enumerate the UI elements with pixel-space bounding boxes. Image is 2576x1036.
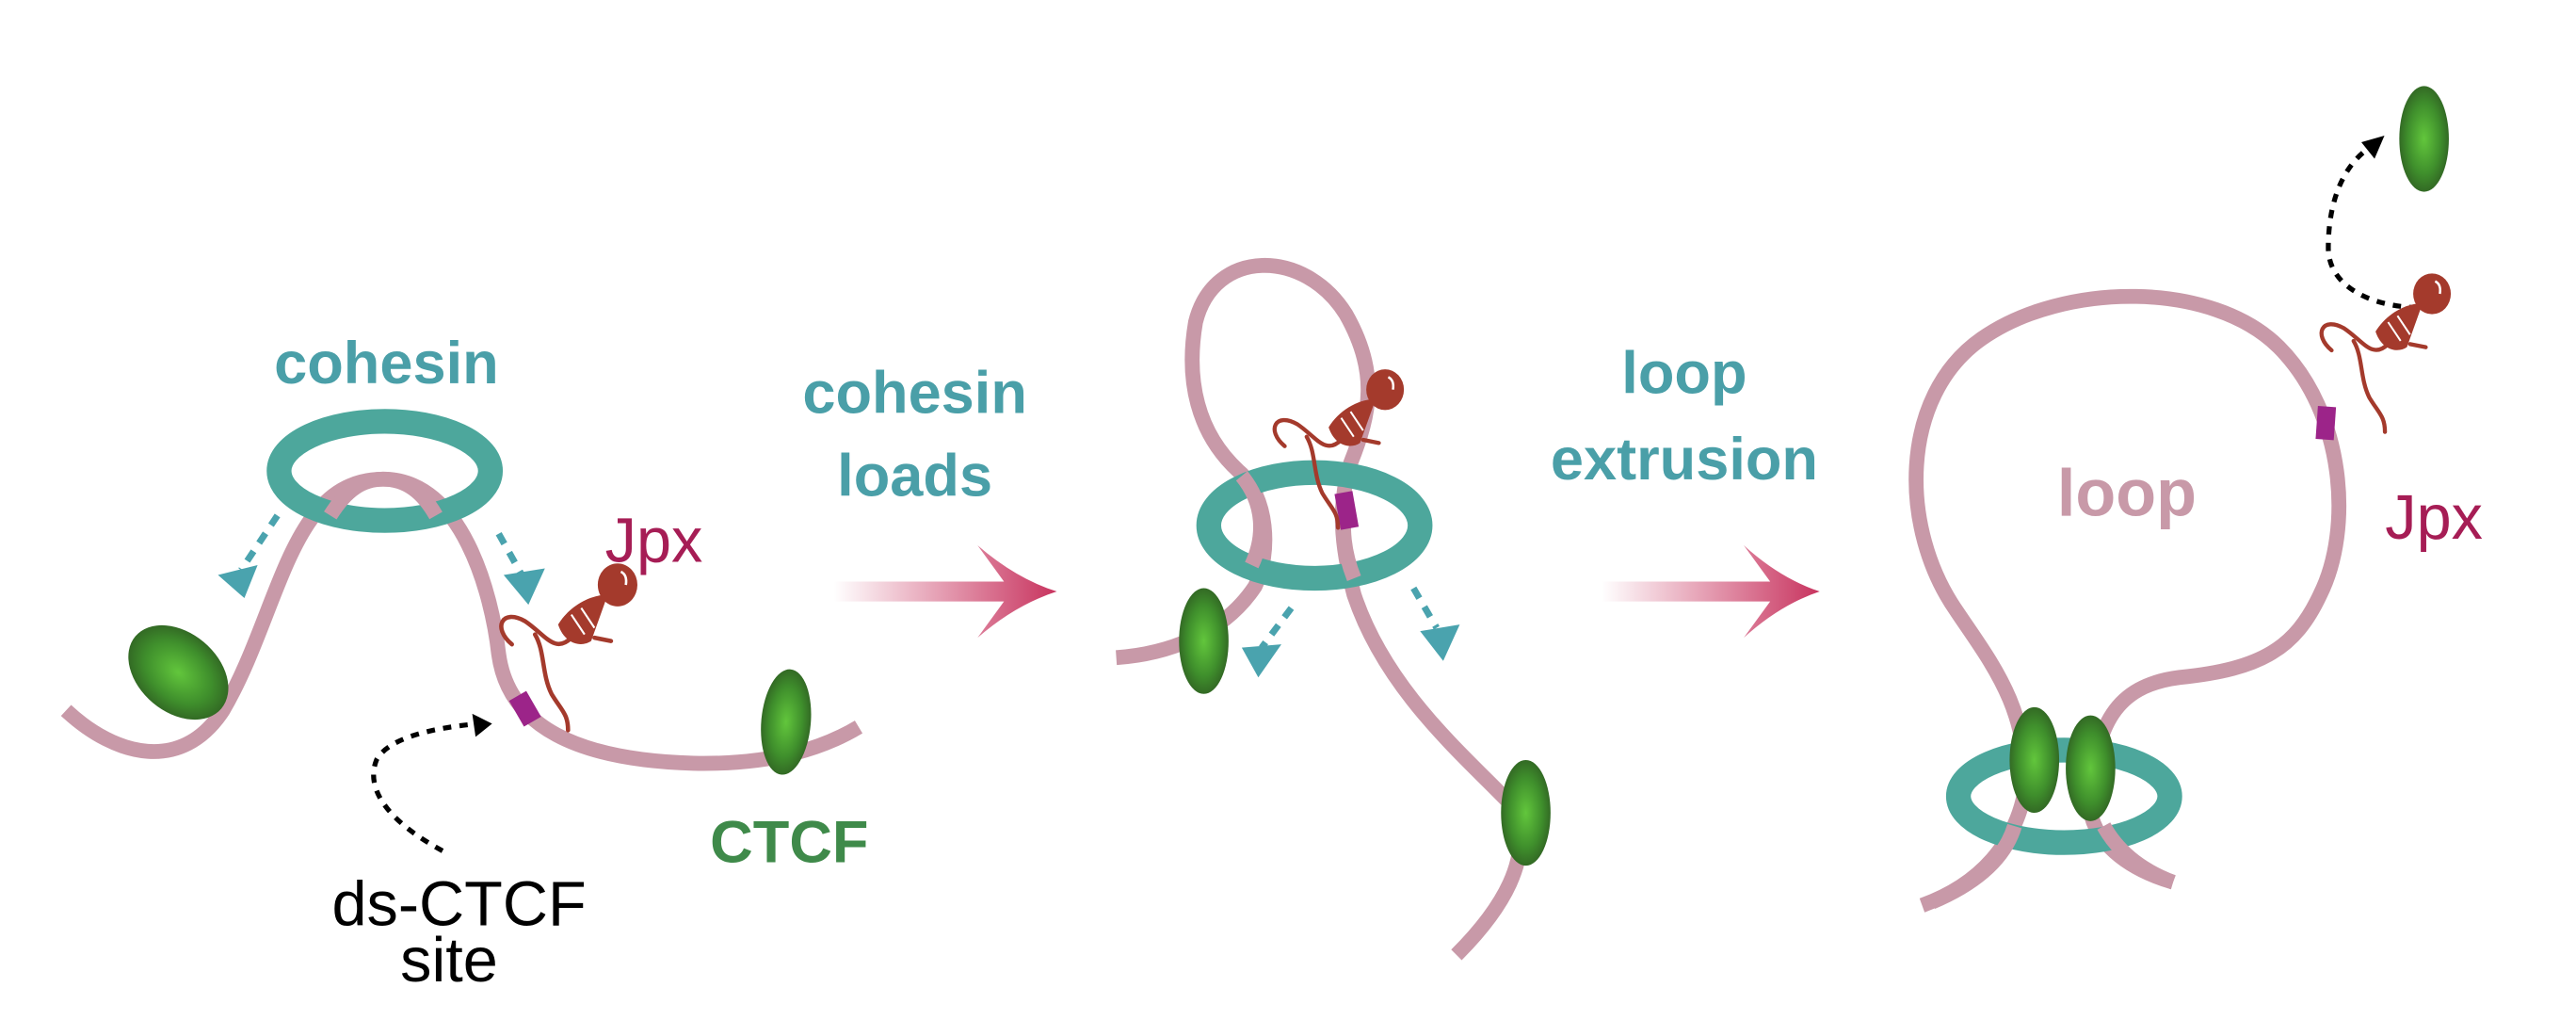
step-arrow-loop-extrusion: loop extrusion xyxy=(1551,341,1820,639)
process-arrow xyxy=(833,544,1057,639)
step-label-line2: extrusion xyxy=(1551,427,1818,493)
ctcf-protein xyxy=(2009,706,2060,814)
ctcf-site-marker xyxy=(2315,406,2337,441)
panel-cohesin-loaded xyxy=(1116,257,1551,961)
ctcf-protein xyxy=(128,624,229,720)
ctcf-protein-released xyxy=(2399,86,2449,192)
jpx-rna-icon xyxy=(2322,273,2451,431)
ctcf-site-marker xyxy=(508,690,541,727)
jpx-label: Jpx xyxy=(2385,483,2483,553)
panel-initial: cohesin Jpx CTCF ds-CTCF site xyxy=(60,331,868,996)
chromatin-front-segment xyxy=(324,471,443,520)
chromatin-fiber xyxy=(1908,288,2347,913)
cohesin-slide-arrow-left xyxy=(1241,606,1295,678)
step-label-line1: loop xyxy=(1621,341,1747,407)
step-label-line1: cohesin xyxy=(802,361,1027,427)
dashed-release-arrow xyxy=(2326,146,2435,311)
cohesin-label: cohesin xyxy=(274,331,499,397)
panel-loop-formed: loop Jpx xyxy=(1908,86,2483,913)
ctcf-protein xyxy=(1179,588,1229,694)
ctcf-protein xyxy=(1501,759,1551,866)
ctcf-site-marker xyxy=(1334,491,1360,530)
chromatin-front-segment xyxy=(2097,822,2176,890)
dashed-release-arrowhead xyxy=(2361,135,2385,159)
ds-ctcf-site-label-line2: site xyxy=(400,926,498,996)
ctcf-label: CTCF xyxy=(710,810,868,876)
ds-ctcf-site-label-line1: ds-CTCF xyxy=(331,869,586,939)
cohesin-slide-arrow-right xyxy=(1410,586,1460,661)
cohesin-ring xyxy=(1945,737,2182,855)
chromatin-fiber xyxy=(60,471,863,771)
ctcf-protein xyxy=(2066,715,2116,821)
ctcf-protein xyxy=(761,669,812,775)
process-arrow xyxy=(1602,544,1820,639)
cohesin-ring xyxy=(266,409,504,533)
dashed-pointer-arrowhead xyxy=(472,713,492,737)
cohesin-slide-arrow-left xyxy=(217,513,281,599)
chromatin-fiber xyxy=(1116,257,1528,961)
cohesin-slide-arrow-right xyxy=(495,531,545,606)
step-arrow-cohesin-loads: cohesin loads xyxy=(802,361,1057,639)
step-label-line2: loads xyxy=(837,443,992,509)
chromatin-front-segment xyxy=(1928,823,2022,910)
chromatin-front-segment xyxy=(1235,471,1268,569)
cohesin-ring xyxy=(1196,460,1433,591)
dashed-pointer-arrow xyxy=(371,720,479,853)
loop-label: loop xyxy=(2057,455,2197,529)
jpx-label: Jpx xyxy=(605,506,703,575)
